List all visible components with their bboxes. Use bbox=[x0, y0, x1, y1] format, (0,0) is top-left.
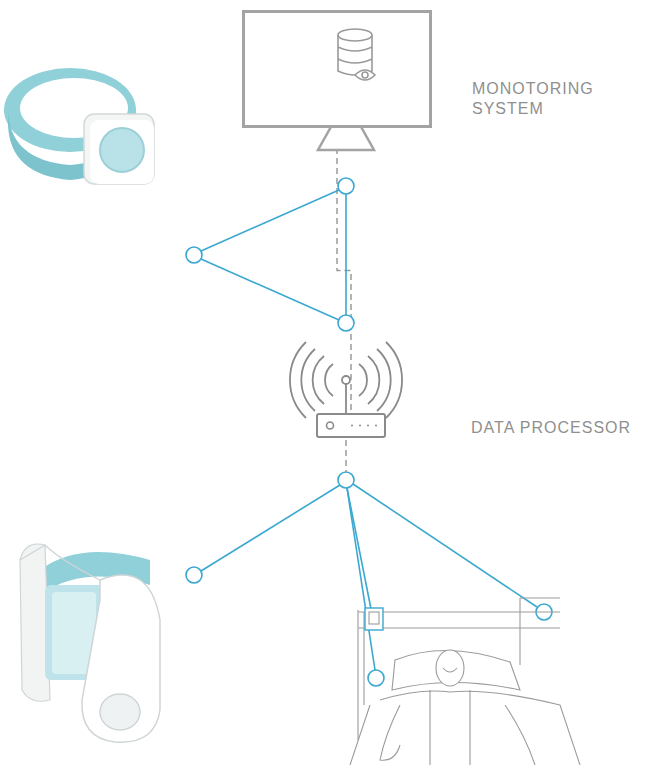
wristband-top bbox=[4, 68, 154, 184]
network-node bbox=[368, 670, 384, 686]
database-icon bbox=[245, 13, 429, 125]
network-node bbox=[186, 178, 552, 620]
router-icon bbox=[318, 415, 384, 436]
router-box: DATA PROCESSOR bbox=[316, 413, 386, 438]
wifi-symbol bbox=[290, 342, 402, 418]
network-connector bbox=[337, 128, 351, 413]
monitor-box: MONOTORING SYSTEM bbox=[242, 10, 432, 128]
node-label: DATA PROCESSOR bbox=[471, 418, 631, 438]
dashed-link bbox=[345, 440, 347, 472]
node-label: MONOTORING SYSTEM bbox=[472, 79, 602, 119]
patient-bed bbox=[350, 598, 580, 765]
wristband-bottom bbox=[20, 544, 160, 742]
